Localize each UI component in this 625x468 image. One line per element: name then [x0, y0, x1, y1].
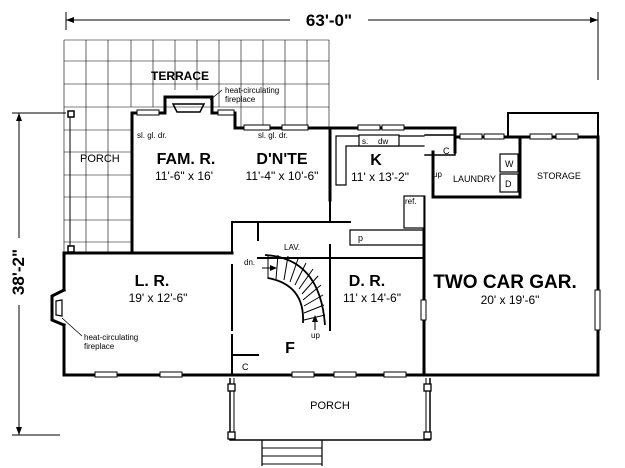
- family-room-name: FAM. R.: [157, 151, 216, 168]
- foyer-closet-label: C: [242, 362, 249, 372]
- sliding-door-famr-label: sl. gl. dr.: [137, 131, 167, 140]
- dining-room-size: 11' x 14'-6": [343, 291, 401, 305]
- stair-down-label: dn.: [244, 258, 255, 267]
- living-room-size: 19' x 12'-6": [129, 291, 188, 305]
- sliding-door-dinette-label: sl. gl. dr.: [258, 131, 288, 140]
- dining-room-name: D. R.: [349, 273, 385, 290]
- living-room-name: L. R.: [135, 273, 170, 290]
- front-porch: [227, 378, 432, 466]
- windows: [94, 109, 601, 378]
- pantry-label: p: [358, 233, 363, 243]
- terrace-paving: [63, 39, 330, 253]
- fireplace-top-line1: heat-circulating: [225, 86, 279, 95]
- refrigerator-label: ref.: [405, 197, 417, 206]
- terrace-label: TERRACE: [151, 69, 209, 83]
- dinette-size: 11'-4" x 10'-6": [246, 169, 319, 183]
- sink-label: s.: [362, 137, 368, 146]
- walls: [50, 95, 600, 377]
- lavatory-label: LAV.: [284, 243, 300, 252]
- kitchen-up-label: up: [433, 170, 442, 179]
- fireplace-top-line2: fireplace: [225, 95, 256, 104]
- overall-depth-label: 38'-2": [9, 249, 28, 295]
- laundry-label: LAUNDRY: [453, 174, 496, 184]
- family-room-size: 11'-6" x 16': [155, 169, 213, 183]
- front-porch-label: PORCH: [310, 400, 350, 412]
- stair-up-label: up: [311, 331, 320, 340]
- dimension-depth: 38'-2": [9, 112, 66, 436]
- kitchen-name: K: [370, 152, 382, 169]
- dishwasher-label: dw: [378, 137, 388, 146]
- dinette-name: D'N'TE: [256, 151, 307, 168]
- garage-size: 20' x 19'-6": [481, 293, 540, 307]
- storage-label: STORAGE: [537, 171, 581, 181]
- fireplace-left-line2: fireplace: [84, 342, 115, 351]
- dimension-width: 63'-0": [65, 11, 599, 80]
- kitchen-closet-label: C: [443, 146, 450, 156]
- washer-label: W: [505, 159, 514, 169]
- staircase: [262, 254, 326, 330]
- dryer-label: D: [505, 179, 512, 189]
- foyer-name: F: [285, 340, 295, 357]
- overall-width-label: 63'-0": [306, 11, 352, 30]
- side-porch-label: PORCH: [80, 153, 120, 165]
- fireplace-left-line1: heat-circulating: [84, 333, 138, 342]
- kitchen-size: 11' x 13'-2": [351, 170, 409, 184]
- garage-name: TWO CAR GAR.: [433, 272, 577, 293]
